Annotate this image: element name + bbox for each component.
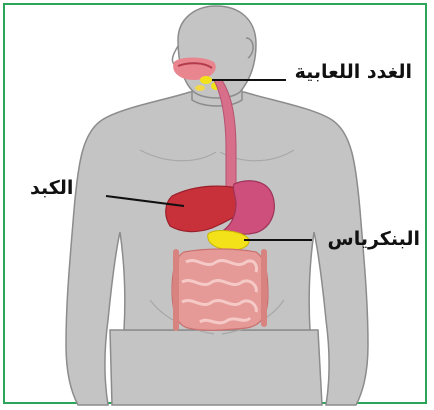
intestines xyxy=(172,249,268,330)
label-liver: الكبد xyxy=(30,179,73,198)
label-pancreas: البنكرياس xyxy=(327,230,420,249)
label-salivary-glands: الغدد اللعابية xyxy=(295,63,412,82)
